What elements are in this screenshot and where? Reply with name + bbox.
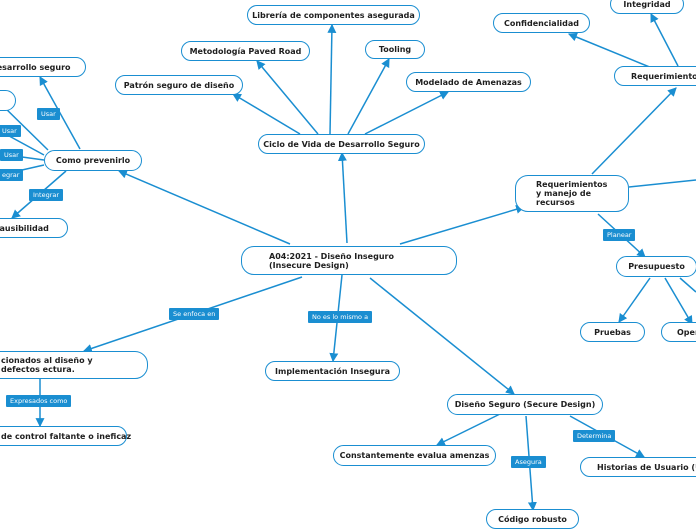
edge-label-expresados: Expresados como: [6, 395, 72, 407]
control-node[interactable]: de control faltante o ineficaz: [0, 426, 131, 446]
tooling-node-label: Tooling: [378, 45, 412, 54]
edge-label-integrar-1: egrar: [0, 169, 24, 181]
requerimientos-node[interactable]: Requerimientos y manejo de recursos: [515, 175, 629, 212]
patron-node[interactable]: Patrón seguro de diseño: [115, 75, 243, 95]
requerimientos-node-label: Requerimientos y manejo de recursos: [536, 180, 608, 207]
desarrollo-node[interactable]: desarrollo seguro: [0, 57, 86, 77]
amenazas-node[interactable]: Modelado de Amenazas: [406, 72, 531, 92]
partial-node[interactable]: [0, 90, 16, 111]
historias-node[interactable]: Historias de Usuario (Use: [580, 457, 696, 477]
edge-label-integrar-2: Integrar: [29, 189, 64, 201]
req-top-node-label: Requerimientos: [631, 71, 696, 81]
libreria-node[interactable]: Librería de componentes asegurada: [247, 5, 420, 25]
constantemente-node-label: Constantemente evalua amenzas: [339, 451, 490, 460]
pruebas-node-label: Pruebas: [594, 327, 631, 337]
confidencialidad-node-label: Confidencialidad: [503, 18, 580, 28]
implementacion-node-label: Implementación Insegura: [275, 366, 390, 376]
implementacion-node[interactable]: Implementación Insegura: [265, 361, 400, 381]
patron-node-label: Patrón seguro de diseño: [123, 80, 235, 90]
edge-label-determina: Determina: [573, 430, 616, 442]
prevenir-node-label: Como prevenirlo: [55, 156, 131, 165]
edge-label-usar-3: Usar: [0, 149, 23, 161]
edge-label-usar-2: Usar: [0, 125, 21, 137]
edge-label-usar-1: Usar: [37, 108, 60, 120]
ciclo-node[interactable]: Ciclo de Vida de Desarrollo Seguro: [258, 134, 425, 154]
presupuesto-node[interactable]: Presupuesto: [616, 256, 696, 277]
ciclo-node-label: Ciclo de Vida de Desarrollo Seguro: [263, 139, 420, 149]
edge-label-mismo: No es lo mismo a: [308, 311, 373, 323]
diseno-seguro-node[interactable]: Diseño Seguro (Secure Design): [447, 394, 603, 415]
oper-node-label: Oper: [677, 327, 696, 337]
diseno-seguro-node-label: Diseño Seguro (Secure Design): [454, 400, 596, 409]
oper-node[interactable]: Oper: [661, 322, 696, 342]
paved-node[interactable]: Metodología Paved Road: [181, 41, 310, 61]
plausibilidad-node-label: plausibilidad: [0, 223, 49, 233]
constantemente-node[interactable]: Constantemente evalua amenzas: [333, 445, 496, 466]
relacionados-node[interactable]: cionados al diseño y defectos ectura.: [0, 351, 148, 379]
tooling-node[interactable]: Tooling: [365, 40, 425, 59]
confidencialidad-node[interactable]: Confidencialidad: [493, 13, 590, 33]
relacionados-node-label: cionados al diseño y defectos ectura.: [1, 356, 93, 374]
control-node-label: de control faltante o ineficaz: [1, 431, 132, 441]
integridad-node-label: Integridad: [623, 0, 671, 9]
amenazas-node-label: Modelado de Amenazas: [415, 77, 522, 87]
presupuesto-node-label: Presupuesto: [628, 262, 685, 271]
paved-node-label: Metodología Paved Road: [189, 46, 302, 56]
pruebas-node[interactable]: Pruebas: [580, 322, 645, 342]
central-node[interactable]: A04:2021 - Diseño Inseguro (Insecure Des…: [241, 246, 457, 275]
edge-label-asegura: Asegura: [511, 456, 546, 468]
desarrollo-node-label: desarrollo seguro: [0, 62, 71, 72]
historias-node-label: Historias de Usuario (Use: [597, 462, 696, 472]
central-node-label: A04:2021 - Diseño Inseguro (Insecure Des…: [269, 251, 394, 270]
edge-label-planear: Planear: [603, 229, 636, 241]
libreria-node-label: Librería de componentes asegurada: [252, 10, 415, 20]
plausibilidad-node[interactable]: plausibilidad: [0, 218, 68, 238]
edge-label-enfoca: Se enfoca en: [169, 308, 220, 320]
integridad-node[interactable]: Integridad: [610, 0, 684, 14]
req-top-node[interactable]: Requerimientos: [614, 66, 696, 86]
prevenir-node[interactable]: Como prevenirlo: [44, 150, 142, 171]
codigo-node[interactable]: Código robusto: [486, 509, 579, 529]
